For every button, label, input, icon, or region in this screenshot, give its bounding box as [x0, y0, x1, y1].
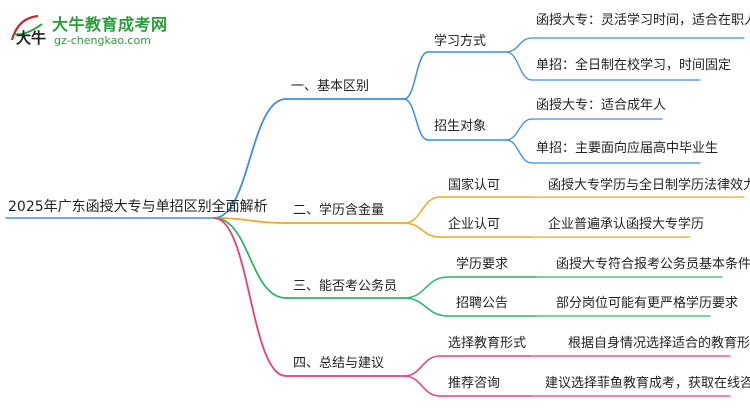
leaf-mode-correspondence: 函授大专：灵活学习时间，适合在职人员 — [536, 13, 750, 28]
branch-connector-3 — [213, 217, 287, 377]
logo-url: gz-chengkao.com — [54, 34, 151, 47]
child-connector-3-1 — [403, 375, 441, 397]
node-national-recognition: 国家认可 — [448, 178, 501, 193]
leaf-mode-single: 单招：全日制在校学习，时间固定 — [536, 58, 732, 73]
leaf-target-single: 单招：主要面向应届高中毕业生 — [536, 141, 719, 156]
leaf-connector-0-0-0 — [505, 37, 533, 53]
node-degree-requirement: 学历要求 — [456, 257, 509, 272]
child-connector-2-0 — [403, 276, 449, 299]
leaf-connector-0-0-1 — [505, 51, 533, 81]
branch-connector-1 — [213, 217, 287, 224]
logo-mark-icon: 大牛 — [10, 14, 46, 47]
logo-title: 大牛教育成考网 — [52, 15, 168, 34]
leaf-recruitment-notice: 部分岗位可能有更严格学历要求 — [556, 296, 739, 311]
child-connector-3-0 — [403, 355, 441, 377]
leaf-choose-education: 根据自身情况选择适合的教育形式 — [568, 336, 750, 351]
site-logo[interactable]: 大牛 大牛教育成考网 gz-chengkao.com — [8, 10, 198, 54]
leaf-connector-0-1-0 — [505, 118, 533, 141]
root-topic: 2025年广东函授大专与单招区别全面解析 — [8, 199, 268, 215]
node-study-mode: 学习方式 — [434, 34, 487, 49]
leaf-degree-requirement: 函授大专符合报考公务员基本条件 — [556, 257, 750, 272]
node-choose-education: 选择教育形式 — [448, 336, 527, 351]
child-connector-0-1 — [403, 98, 429, 141]
child-connector-1-1 — [403, 222, 441, 238]
leaf-recommended-consult: 建议选择菲鱼教育成考，获取在线咨询 — [545, 376, 750, 391]
branch-connector-2 — [213, 217, 287, 299]
logo-mark-text: 大牛 — [16, 29, 46, 47]
node-recruitment-notice: 招聘公告 — [456, 296, 509, 311]
child-connector-2-1 — [403, 297, 449, 317]
child-connector-1-0 — [403, 196, 441, 224]
branch-connector-0 — [213, 98, 287, 219]
child-connector-0-0 — [403, 51, 429, 100]
leaf-enterprise-recognition: 企业普遍承认函授大专学历 — [548, 217, 705, 232]
branch-summary: 四、总结与建议 — [293, 356, 385, 371]
leaf-connector-0-1-1 — [505, 139, 533, 164]
leaf-national-recognition: 函授大专学历与全日制学历法律效力相同 — [548, 178, 750, 193]
branch-degree-value: 二、学历含金量 — [293, 203, 385, 218]
node-enrollment-target: 招生对象 — [434, 119, 487, 134]
node-enterprise-recognition: 企业认可 — [448, 217, 501, 232]
leaf-target-correspondence: 函授大专：适合成年人 — [536, 98, 667, 113]
branch-civil-service: 三、能否考公务员 — [293, 279, 398, 294]
node-recommended-consult: 推荐咨询 — [448, 376, 501, 391]
branch-basic-differences: 一、基本区别 — [291, 79, 370, 94]
